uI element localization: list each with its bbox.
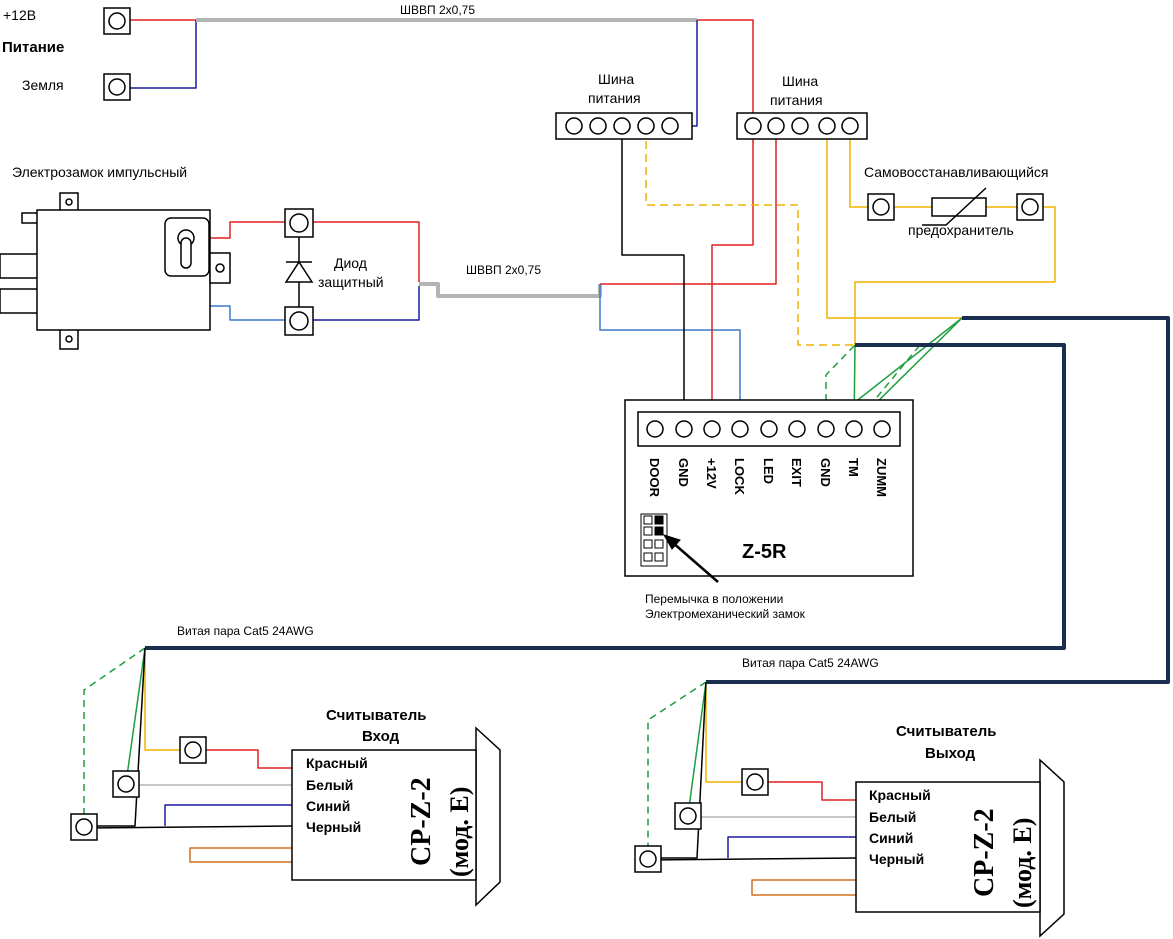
fuse-left-terminal [867,193,895,221]
power-plus-label: +12В [3,7,36,23]
reader-in-model-2: (мод. E) [445,787,474,877]
reader-out-wire-white: Белый [869,809,916,825]
bus-right-label-1: Шина [782,73,818,89]
reader-in-wire-blue: Синий [306,798,350,814]
wires [83,18,1170,896]
reader-in-model-1: CP-Z-2 [406,777,437,866]
jumper-block [640,513,668,567]
diode-bottom-terminal [284,306,314,336]
reader-in-wire-black: Черный [306,819,361,835]
fuse-right-terminal [1016,193,1044,221]
cable-top-label: ШВВП 2х0,75 [400,3,475,17]
bus-right-label-2: питания [770,92,823,108]
reader-out-body [855,758,1065,938]
reader-out-wire-red: Красный [869,787,931,803]
fuse-symbol [922,187,987,226]
reader-in-wire-white: Белый [306,777,353,793]
bus-left-label-1: Шина [598,71,634,87]
jumper-note-2: Электромеханический замок [645,607,806,621]
cable-mid-label: ШВВП 2х0,75 [466,263,541,277]
jumper-note-1: Перемычка в положении [645,592,783,606]
power-title: Питание [2,39,64,56]
reader-in-body [291,726,501,907]
reader-out-wire-black: Черный [869,851,924,867]
power-ground-terminal [103,73,131,101]
reader-out-model-1: CP-Z-2 [969,808,1000,897]
lock-title: Электрозамок импульсный [12,164,187,180]
pin-tm-label: TM [846,458,861,477]
pin-exit-label: EXIT [789,458,804,487]
diode-top-terminal [284,208,314,238]
cable-twisted1-label: Витая пара Cat5 24AWG [177,624,314,638]
power-ground-label: Земля [22,77,64,93]
diode-label-1: Диод [334,255,367,271]
diode-label-2: защитный [318,274,384,290]
pin-zumm-label: ZUMM [874,458,889,497]
controller-pin-labels: DOOR GND +12V LOCK LED EXIT GND TM ZUMM [647,458,889,498]
reader-in-title-1: Считыватель [326,707,427,724]
jumper-arrow [662,534,719,583]
reader-out-model-2: (мод. E) [1008,818,1037,908]
reader-in-title-2: Вход [362,728,400,745]
fuse-label-2: предохранитель [908,222,1014,238]
fuse-label-1: Самовосстанавливающийся [864,164,1049,180]
reader-out-wire-blue: Синий [869,830,913,846]
pin-led-label: LED [761,458,776,484]
bus-left [555,112,693,140]
bus-right [736,112,868,140]
pin-door-label: DOOR [647,458,662,498]
reader-out-title-1: Считыватель [896,723,997,740]
pin-gnd-label: GND [676,458,691,487]
reader-in-wire-red: Красный [306,755,368,771]
controller-model: Z-5R [742,541,787,563]
pin-12v-label: +12V [704,458,719,489]
reader-out-terminals [634,768,769,873]
diode-symbol [284,237,314,307]
electrolock [0,192,231,350]
reader-out-title-2: Выход [925,745,976,762]
power-plus-terminal [103,7,131,35]
cable-twisted2-label: Витая пара Cat5 24AWG [742,656,879,670]
pin-lock-label: LOCK [732,458,747,495]
pin-gnd2-label: GND [818,458,833,487]
bus-left-label-2: питания [588,90,641,106]
reader-in-terminals [70,736,207,841]
